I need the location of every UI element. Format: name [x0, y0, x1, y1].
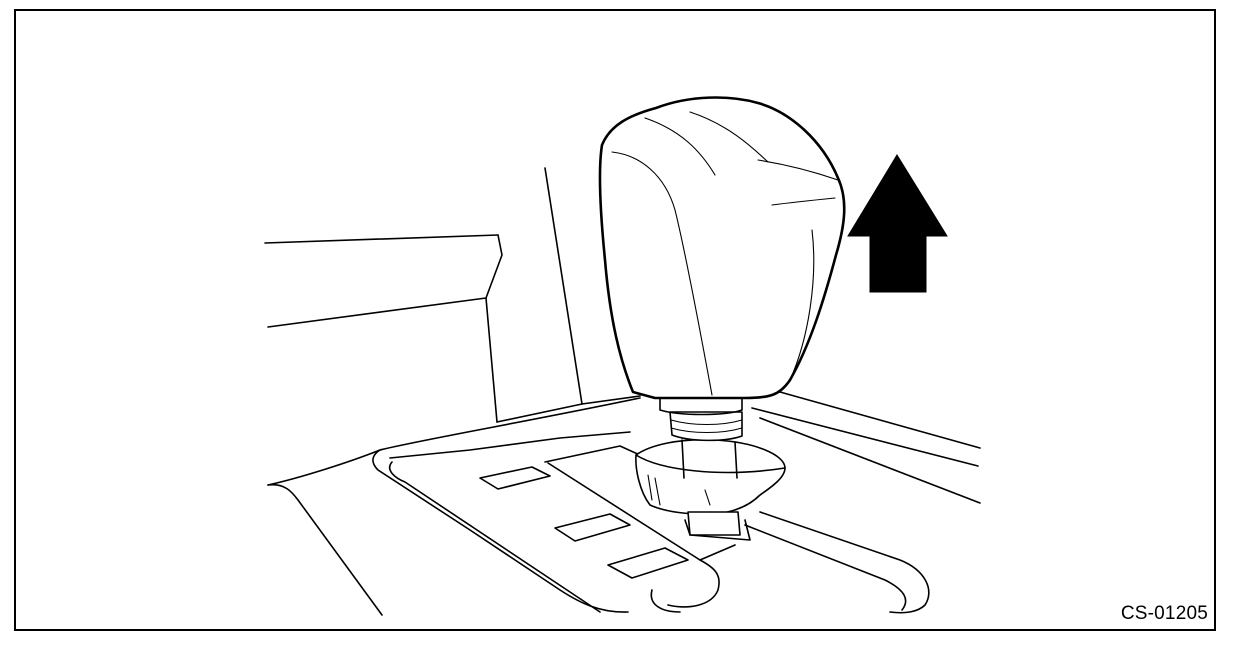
- shift-knob: [598, 96, 846, 400]
- shift-boot-collar: [635, 438, 786, 515]
- knob-neck-threads: [659, 397, 743, 442]
- center-console: [267, 391, 981, 616]
- side-panel-lines: [264, 167, 583, 423]
- up-arrow-icon: [847, 154, 948, 293]
- shift-lever-shaft: [687, 511, 741, 536]
- figure-code-label: CS-01205: [1120, 603, 1208, 624]
